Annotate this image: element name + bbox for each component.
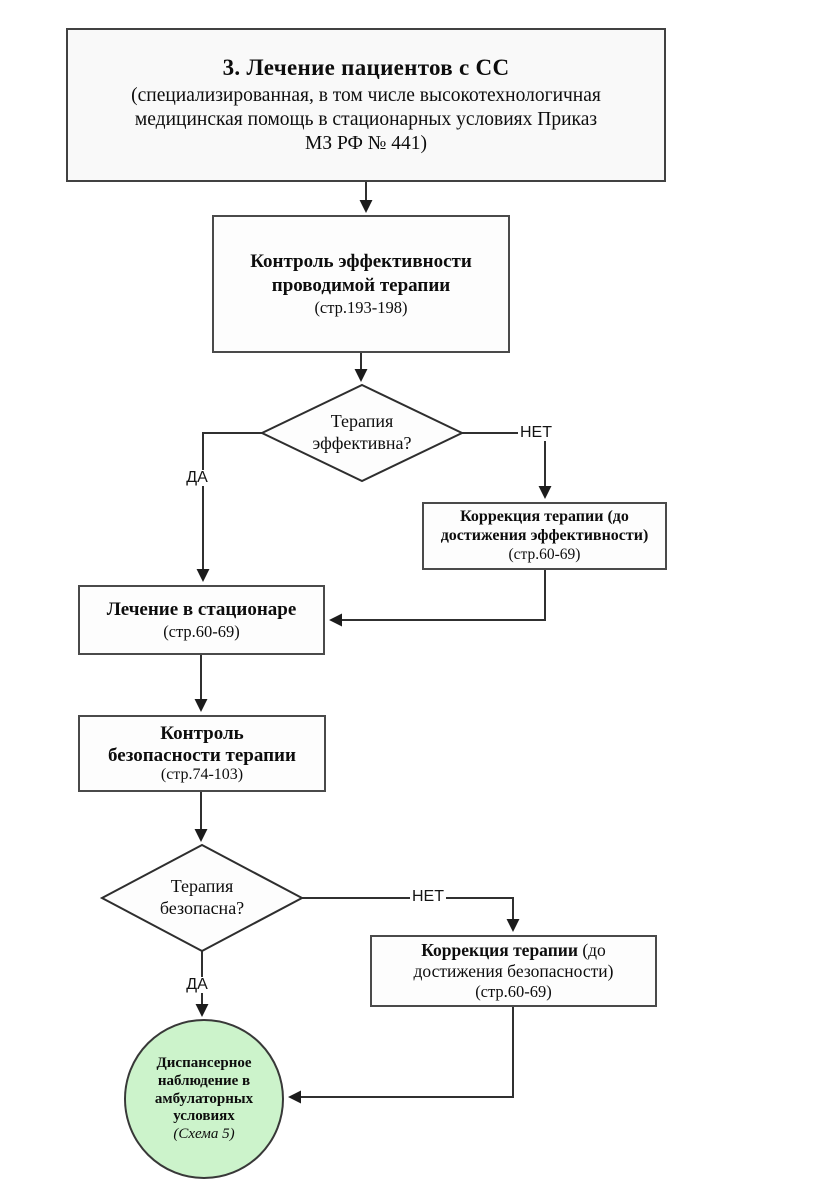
safety-correction-title-rest: (до достижения безопасности) bbox=[413, 940, 614, 982]
safety-control-box: Контроль безопасности терапии (стр.74-10… bbox=[78, 715, 326, 792]
safety-control-title: Контроль безопасности терапии bbox=[108, 723, 296, 766]
inpatient-treatment-pages: (стр.60-69) bbox=[163, 622, 240, 642]
edge-safety-no-to-correction bbox=[302, 897, 520, 932]
edge-efficacy-yes-to-inpatient bbox=[196, 432, 262, 582]
edge-efficacy-no-to-correction bbox=[462, 432, 552, 499]
dispensary-title: Диспансерное наблюдение в амбулаторных у… bbox=[154, 1055, 254, 1125]
inpatient-treatment-title: Лечение в стационаре bbox=[106, 599, 297, 621]
edge-safety-correction-to-dispensary bbox=[288, 1007, 514, 1104]
title-box: 3. Лечение пациентов с СС (специализиров… bbox=[66, 28, 666, 182]
inpatient-treatment-box: Лечение в стационаре (стр.60-69) bbox=[78, 585, 325, 655]
safety-decision-diamond bbox=[99, 843, 305, 953]
edge-efficacy-correction-to-inpatient bbox=[329, 570, 546, 627]
efficacy-control-pages: (стр.193-198) bbox=[314, 297, 408, 317]
edge-label-no-1: НЕТ bbox=[518, 424, 554, 441]
dispensary-scheme-note: (Схема 5) bbox=[173, 1126, 235, 1143]
efficacy-control-box: Контроль эффективности проводимой терапи… bbox=[212, 215, 510, 353]
edge-label-yes-2: ДА bbox=[184, 976, 210, 993]
safety-correction-title-bold: Коррекция терапии bbox=[421, 940, 578, 961]
edge-label-no-2: НЕТ bbox=[410, 888, 446, 905]
efficacy-correction-box: Коррекция терапии (до достижения эффекти… bbox=[422, 502, 667, 570]
efficacy-correction-pages: (стр.60-69) bbox=[508, 545, 581, 563]
safety-correction-pages: (стр.60-69) bbox=[475, 981, 552, 1001]
efficacy-control-title: Контроль эффективности проводимой терапи… bbox=[250, 251, 472, 296]
safety-decision-question: Терапия безопасна? bbox=[159, 876, 245, 918]
dispensary-observation-circle: Диспансерное наблюдение в амбулаторных у… bbox=[124, 1019, 284, 1179]
safety-correction-title: Коррекция терапии (до достижения безопас… bbox=[414, 940, 614, 981]
safety-correction-box: Коррекция терапии (до достижения безопас… bbox=[370, 935, 657, 1007]
efficacy-decision-diamond bbox=[259, 383, 465, 483]
safety-control-pages: (стр.74-103) bbox=[160, 765, 244, 783]
edge-label-yes-1: ДА bbox=[184, 469, 210, 486]
efficacy-decision-question: Терапия эффективна? bbox=[312, 411, 412, 453]
title-subtitle: (специализированная, в том числе высокот… bbox=[131, 85, 601, 154]
title-heading: 3. Лечение пациентов с СС bbox=[222, 55, 510, 81]
efficacy-correction-title: Коррекция терапии (до достижения эффекти… bbox=[440, 507, 649, 544]
